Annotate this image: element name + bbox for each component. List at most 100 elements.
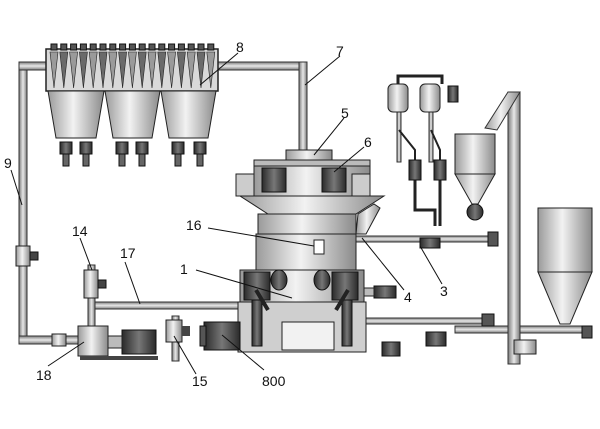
duct-vertical xyxy=(298,61,308,157)
filter-bag-cap xyxy=(109,43,117,51)
rocker-arm-right xyxy=(334,288,350,312)
conveyor-end-a xyxy=(481,313,495,327)
callout-8: 8 xyxy=(236,39,244,55)
filter-bag xyxy=(196,51,206,89)
leader-6 xyxy=(333,146,365,173)
filter-bag xyxy=(108,51,118,89)
filter-bag xyxy=(137,51,147,89)
valve-body xyxy=(83,269,99,299)
conveyor-motor-a xyxy=(381,341,401,357)
feed-silo-valve xyxy=(466,203,484,221)
leader-1 xyxy=(195,269,293,299)
leader-8 xyxy=(199,52,239,86)
conveyor-motor-b xyxy=(425,331,447,347)
blower-motor xyxy=(121,329,157,355)
filter-bag-cap xyxy=(119,43,127,51)
callout-14: 14 xyxy=(72,223,88,239)
additive-tanks xyxy=(387,83,459,181)
filter-bag xyxy=(177,51,186,89)
bag-filter xyxy=(45,43,219,167)
filter-bag xyxy=(88,51,98,89)
hopper-valve-stem xyxy=(138,153,146,167)
roller-right xyxy=(331,271,359,301)
gearbox xyxy=(281,321,335,351)
filter-bag xyxy=(157,51,167,89)
product-silo-cone xyxy=(537,271,593,325)
main-motor xyxy=(199,321,241,351)
chute-bottom xyxy=(513,339,537,355)
valve-actuator xyxy=(97,279,107,289)
filter-hopper-3 xyxy=(160,90,217,139)
feeder-end xyxy=(487,231,499,247)
separator-motor-left xyxy=(261,167,287,193)
filter-bag xyxy=(59,51,69,89)
feed-pipe-bottom xyxy=(454,325,591,334)
filter-bag-cap xyxy=(70,43,78,51)
filter-bags xyxy=(49,43,216,89)
dosing-pump-b xyxy=(433,159,447,181)
roller-left xyxy=(243,271,271,301)
conveyor-end-b xyxy=(581,325,593,339)
tank-b xyxy=(419,83,441,113)
filter-bag-cap xyxy=(177,43,185,51)
leader-15 xyxy=(173,335,197,375)
feed-silo-body xyxy=(454,133,496,175)
hopper-valve-stem xyxy=(118,153,126,167)
filter-bag xyxy=(128,51,137,89)
duct-top xyxy=(214,61,308,71)
hydraulic-left xyxy=(251,299,263,347)
blower-skid xyxy=(80,356,158,360)
hopper-valve xyxy=(115,141,129,155)
callout-1: 1 xyxy=(180,261,188,277)
blower-unit xyxy=(51,325,158,360)
leader-800 xyxy=(221,334,265,371)
feed-silo xyxy=(454,133,496,221)
callout-15: 15 xyxy=(192,373,208,389)
hopper-valve xyxy=(59,141,73,155)
filter-bag-cap xyxy=(207,43,215,51)
filter-bag xyxy=(69,51,78,89)
filter-bag xyxy=(206,51,216,89)
filter-bag-cap xyxy=(187,43,195,51)
blower-housing xyxy=(77,325,109,357)
leader-9 xyxy=(10,169,23,206)
fan-motor xyxy=(182,326,190,336)
classifier-drive-shaft xyxy=(363,287,375,297)
elevator-column xyxy=(507,91,521,365)
fan-body xyxy=(165,319,183,343)
dosing-pump-a xyxy=(408,159,422,181)
classifier-drive-motor xyxy=(373,285,397,299)
filter-hopper-2 xyxy=(104,90,161,139)
callout-7: 7 xyxy=(336,43,344,59)
callout-6: 6 xyxy=(364,134,372,150)
tank-pipe-b xyxy=(428,111,434,163)
return-pipe-valve-handle xyxy=(29,251,39,261)
filter-bag-cap xyxy=(128,43,136,51)
callout-labels: 8 7 5 6 9 14 17 16 1 4 3 18 15 800 xyxy=(4,39,448,389)
leader-lines xyxy=(10,52,443,375)
leader-14 xyxy=(79,237,93,271)
elevator-head xyxy=(484,91,521,131)
hopper-valves xyxy=(59,141,207,167)
separator-bracket-right xyxy=(351,173,371,197)
return-pipe-top xyxy=(18,61,50,71)
roller-cap-right xyxy=(313,269,331,291)
callout-16: 16 xyxy=(186,217,202,233)
hot-air-pipe xyxy=(94,301,246,310)
tank-pump xyxy=(447,85,459,103)
leader-7 xyxy=(304,55,341,86)
hopper-valve xyxy=(171,141,185,155)
hydraulic-right xyxy=(341,299,353,347)
leader-3 xyxy=(419,245,443,285)
hopper-valve xyxy=(193,141,207,155)
roller-cap-left xyxy=(270,269,288,291)
filter-bag-cap xyxy=(89,43,97,51)
hopper-valve-stem xyxy=(82,153,90,167)
filter-bag xyxy=(118,51,127,89)
separator-bracket-left xyxy=(235,173,255,197)
callout-18: 18 xyxy=(36,367,52,383)
feeder-motor xyxy=(419,237,441,249)
filter-bag-cap xyxy=(168,43,176,51)
callout-5: 5 xyxy=(341,105,349,121)
blower-coupling xyxy=(107,335,123,349)
